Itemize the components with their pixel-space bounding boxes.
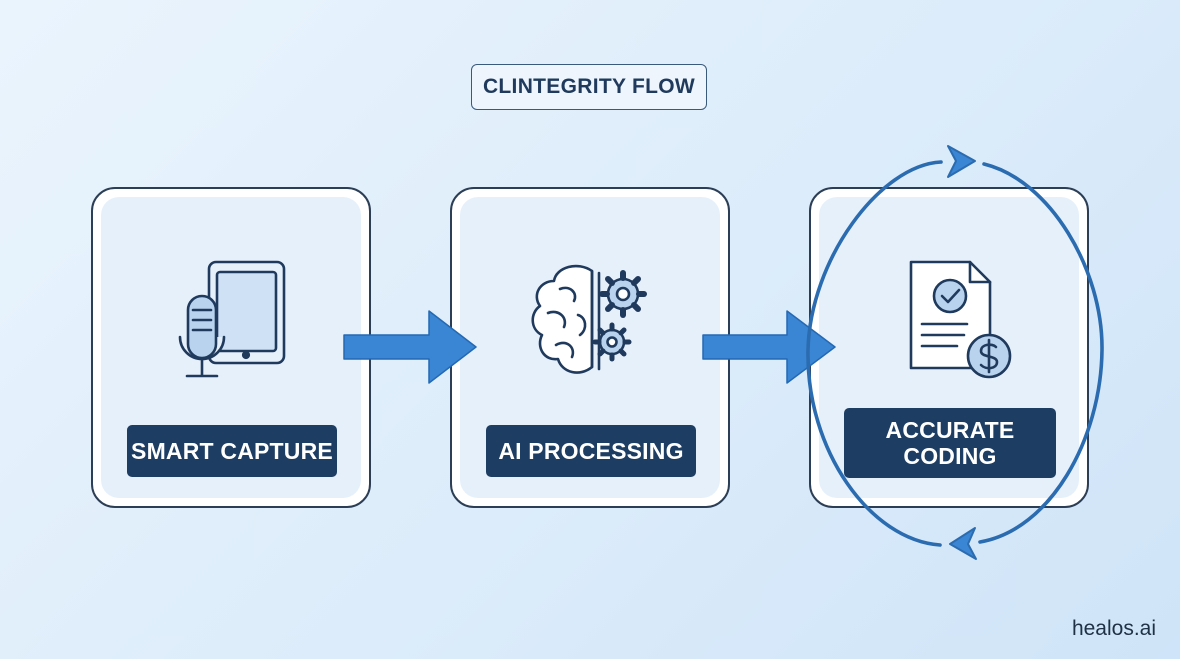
flow-arrow-1: [343, 310, 477, 384]
step-label: SMART CAPTURE: [127, 425, 337, 477]
refresh-cycle-icon: [806, 145, 1104, 560]
step-card-smart-capture: SMART CAPTURE: [91, 187, 371, 508]
step-label: AI PROCESSING: [486, 425, 696, 477]
brain-gears-icon: [531, 264, 647, 374]
watermark-text: healos.ai: [1071, 617, 1156, 640]
step-card-ai-processing: AI PROCESSING: [450, 187, 730, 508]
flow-arrow-2: [702, 310, 836, 384]
step-label: ACCURATE CODING: [844, 408, 1056, 478]
document-dollar-icon: [909, 260, 1012, 379]
diagram-title: CLINTEGRITY FLOW: [471, 64, 707, 110]
step-card-accurate-coding: ACCURATE CODING: [809, 187, 1089, 508]
microphone-tablet-icon: [178, 260, 286, 378]
